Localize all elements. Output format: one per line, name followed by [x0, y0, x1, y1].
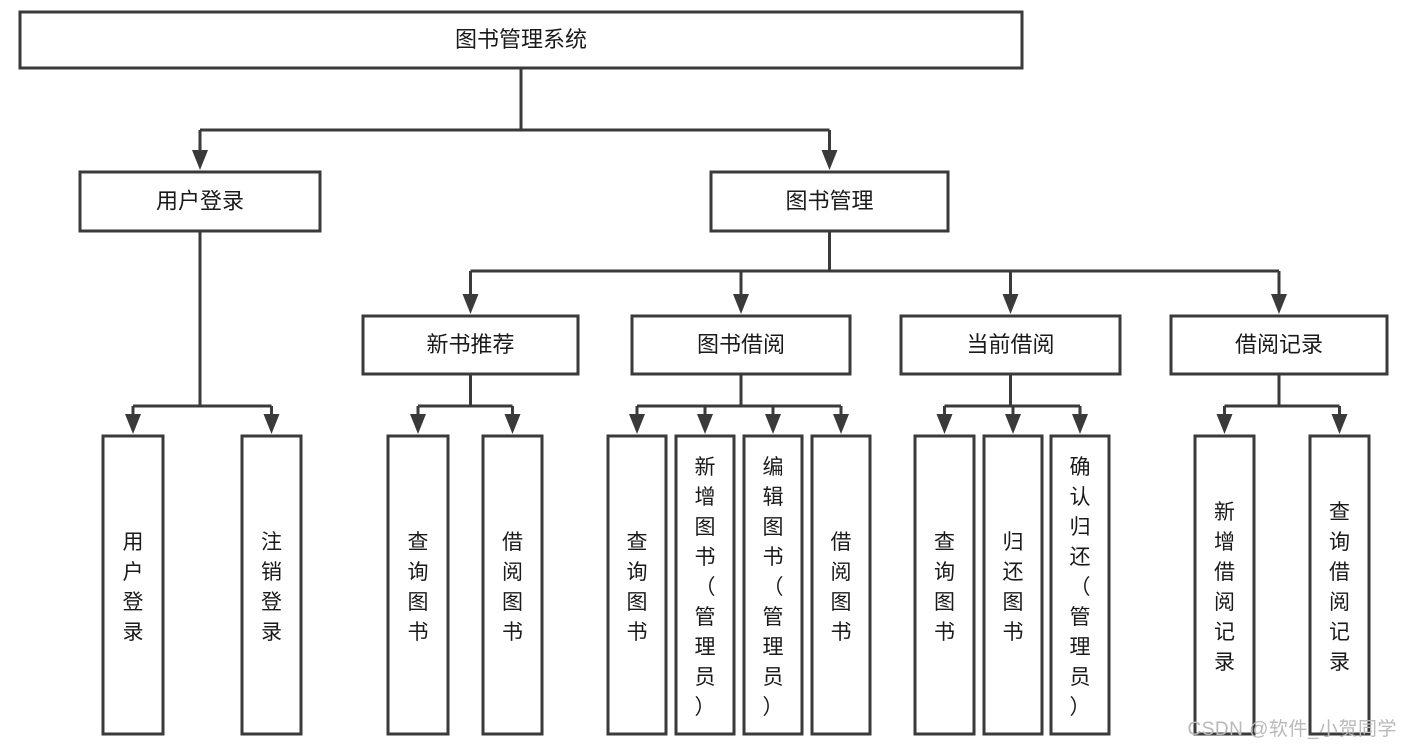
node-box[interactable] [386, 434, 450, 736]
node-label: 新增借阅记录 [1214, 501, 1235, 674]
arrow-head-icon [1216, 414, 1233, 434]
node-leaf-3[interactable]: 查询图书 [386, 434, 450, 736]
node-label: 注销登录 [261, 531, 282, 644]
node-root[interactable]: 图书管理系统 [18, 10, 1024, 70]
node-label: 新书推荐 [426, 332, 514, 357]
node-box[interactable] [1169, 314, 1389, 376]
node-box[interactable] [742, 434, 804, 736]
arrow-head-icon [1002, 294, 1019, 314]
node-box[interactable] [913, 434, 976, 736]
node-leaf-13[interactable]: 查询借阅记录 [1308, 434, 1371, 736]
node-leaf-12[interactable]: 新增借阅记录 [1193, 434, 1256, 736]
node-box[interactable] [1308, 434, 1371, 736]
node-label: 借阅记录 [1235, 332, 1323, 357]
node-label: 当前借阅 [966, 332, 1054, 357]
node-box[interactable] [982, 434, 1044, 736]
node-borrow[interactable]: 图书借阅 [630, 314, 852, 376]
node-label: 新增图书（管理员） [695, 456, 716, 719]
node-label: 用户登录 [156, 188, 244, 213]
node-bookmgmt[interactable]: 图书管理 [709, 170, 950, 233]
node-label: 查询图书 [934, 531, 955, 644]
node-leaf-2[interactable]: 注销登录 [240, 434, 303, 736]
watermark-label: CSDN @软件_小贺同学 [1187, 719, 1397, 740]
node-label: 图书管理 [785, 188, 873, 213]
node-records[interactable]: 借阅记录 [1169, 314, 1389, 376]
node-label: 借阅图书 [502, 531, 523, 644]
node-box[interactable] [240, 434, 303, 736]
arrow-head-icon [410, 414, 426, 434]
node-leaf-6[interactable]: 新增图书（管理员） [674, 434, 736, 736]
node-box[interactable] [101, 434, 165, 736]
edge-group-current [936, 374, 1088, 434]
arrow-head-icon [504, 414, 521, 434]
node-box[interactable] [606, 434, 668, 736]
arrow-head-icon [263, 414, 280, 434]
node-leaf-4[interactable]: 借阅图书 [481, 434, 544, 736]
node-box[interactable] [18, 10, 1024, 70]
node-box[interactable] [1193, 434, 1256, 736]
node-leaf-7[interactable]: 编辑图书（管理员） [742, 434, 804, 736]
node-label: 确认归还（管理员） [1070, 456, 1091, 719]
node-login[interactable]: 用户登录 [78, 170, 322, 233]
node-label: 归还图书 [1003, 531, 1024, 644]
node-current[interactable]: 当前借阅 [899, 314, 1122, 376]
node-label: 图书借阅 [697, 332, 785, 357]
node-box[interactable] [1049, 434, 1111, 736]
node-leaf-10[interactable]: 归还图书 [982, 434, 1044, 736]
edge-group-newbook [410, 374, 521, 434]
arrow-head-icon [936, 414, 953, 434]
edge-group-records [1216, 374, 1348, 434]
arrow-head-icon [125, 414, 141, 434]
edge-group-bookmgmt [462, 231, 1287, 314]
arrow-head-icon [629, 414, 645, 434]
node-box[interactable] [361, 314, 580, 376]
arrow-head-icon [1005, 414, 1021, 434]
arrow-head-icon [697, 414, 713, 434]
node-box[interactable] [899, 314, 1122, 376]
node-box[interactable] [630, 314, 852, 376]
arrow-head-icon [1072, 414, 1088, 434]
node-label: 用户登录 [123, 531, 144, 644]
edge-group-login [125, 231, 280, 434]
node-newbook[interactable]: 新书推荐 [361, 314, 580, 376]
node-layer: 图书管理系统用户登录图书管理新书推荐图书借阅当前借阅借阅记录用户登录注销登录查询… [18, 10, 1389, 736]
node-leaf-8[interactable]: 借阅图书 [810, 434, 872, 736]
node-label: 查询图书 [627, 531, 648, 644]
arrow-head-icon [821, 150, 838, 170]
node-leaf-1[interactable]: 用户登录 [101, 434, 165, 736]
arrow-head-icon [1331, 414, 1348, 434]
node-leaf-9[interactable]: 查询图书 [913, 434, 976, 736]
node-label: 查询借阅记录 [1329, 501, 1350, 674]
edge-group-borrow [629, 374, 849, 434]
arrow-head-icon [765, 414, 781, 434]
node-leaf-5[interactable]: 查询图书 [606, 434, 668, 736]
node-box[interactable] [674, 434, 736, 736]
arrow-head-icon [462, 294, 479, 314]
arrow-head-icon [192, 150, 208, 170]
node-label: 图书管理系统 [455, 27, 587, 52]
node-box[interactable] [810, 434, 872, 736]
node-label: 借阅图书 [831, 531, 852, 644]
node-label: 查询图书 [408, 531, 429, 644]
connector-layer [125, 68, 1348, 434]
node-box[interactable] [481, 434, 544, 736]
arrow-head-icon [1271, 294, 1287, 314]
node-box[interactable] [709, 170, 950, 233]
arrow-head-icon [833, 414, 849, 434]
node-leaf-11[interactable]: 确认归还（管理员） [1049, 434, 1111, 736]
node-box[interactable] [78, 170, 322, 233]
edge-group-root [192, 68, 838, 170]
arrow-head-icon [733, 294, 749, 314]
node-label: 编辑图书（管理员） [763, 456, 784, 719]
